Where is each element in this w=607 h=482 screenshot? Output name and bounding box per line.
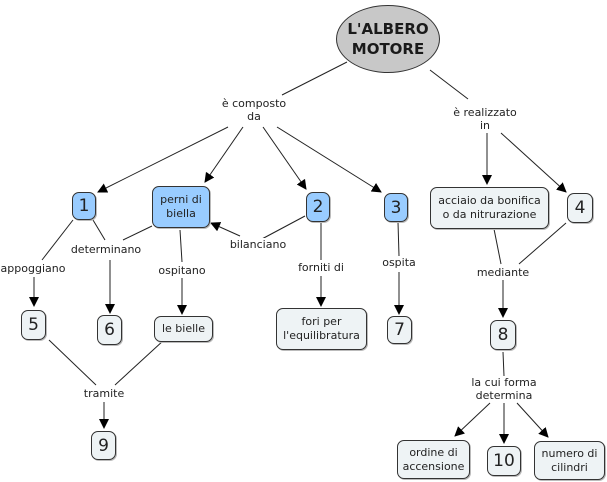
- line-composto-2: [262, 126, 307, 190]
- line-forma-ordine: [454, 402, 491, 437]
- line-8-forma: [502, 351, 505, 377]
- line-bilanciano-perni: [210, 222, 241, 237]
- link-label-forniti: forniti di: [298, 261, 344, 274]
- line-3-ospita: [397, 221, 400, 257]
- line-5-tramite: [48, 339, 97, 386]
- line-composto-perni: [204, 126, 244, 183]
- link-label-tramite: tramite: [83, 387, 125, 400]
- concept-5[interactable]: 5: [21, 310, 46, 340]
- line-1-appoggiano: [41, 219, 74, 261]
- link-label-mediante: mediante: [476, 266, 530, 279]
- concept-6[interactable]: 6: [97, 315, 122, 345]
- link-label-ospitano: ospitano: [158, 264, 206, 277]
- line-bielle-tramite: [114, 339, 165, 386]
- line-1-determinano: [92, 219, 106, 241]
- concept-4[interactable]: 4: [567, 193, 593, 223]
- line-forma-numero: [516, 402, 549, 438]
- line-root-realizzato: [429, 69, 469, 100]
- line-composto-3: [276, 126, 382, 193]
- line-acciaio-mediante: [493, 228, 502, 265]
- line-2-bilanciano: [259, 215, 306, 241]
- concept-8[interactable]: 8: [490, 320, 516, 350]
- line-root-composto: [281, 61, 348, 96]
- concept-3[interactable]: 3: [384, 193, 408, 222]
- link-label-bilanciano: bilanciano: [229, 238, 287, 251]
- root-line1: L'ALBERO: [347, 20, 429, 38]
- concept-le-bielle[interactable]: le bielle: [154, 316, 213, 342]
- concept-10[interactable]: 10: [487, 446, 521, 476]
- concept-7[interactable]: 7: [387, 316, 412, 344]
- line-4-mediante: [518, 222, 567, 265]
- line-perni-ospitano: [179, 229, 183, 263]
- link-label-ospita: ospita: [382, 256, 416, 269]
- link-label-determinano: determinano: [70, 243, 142, 256]
- line-composto-1: [97, 126, 229, 193]
- concept-9[interactable]: 9: [91, 431, 116, 460]
- line-realizzato-4: [500, 132, 567, 193]
- root-line2: MOTORE: [351, 40, 425, 58]
- concept-1[interactable]: 1: [72, 192, 96, 220]
- line-perni-determinano: [122, 225, 153, 241]
- link-label-appoggiano: appoggiano: [0, 262, 66, 275]
- root-concept-albero-motore[interactable]: L'ALBERO MOTORE: [336, 5, 440, 73]
- concept-2[interactable]: 2: [306, 192, 330, 222]
